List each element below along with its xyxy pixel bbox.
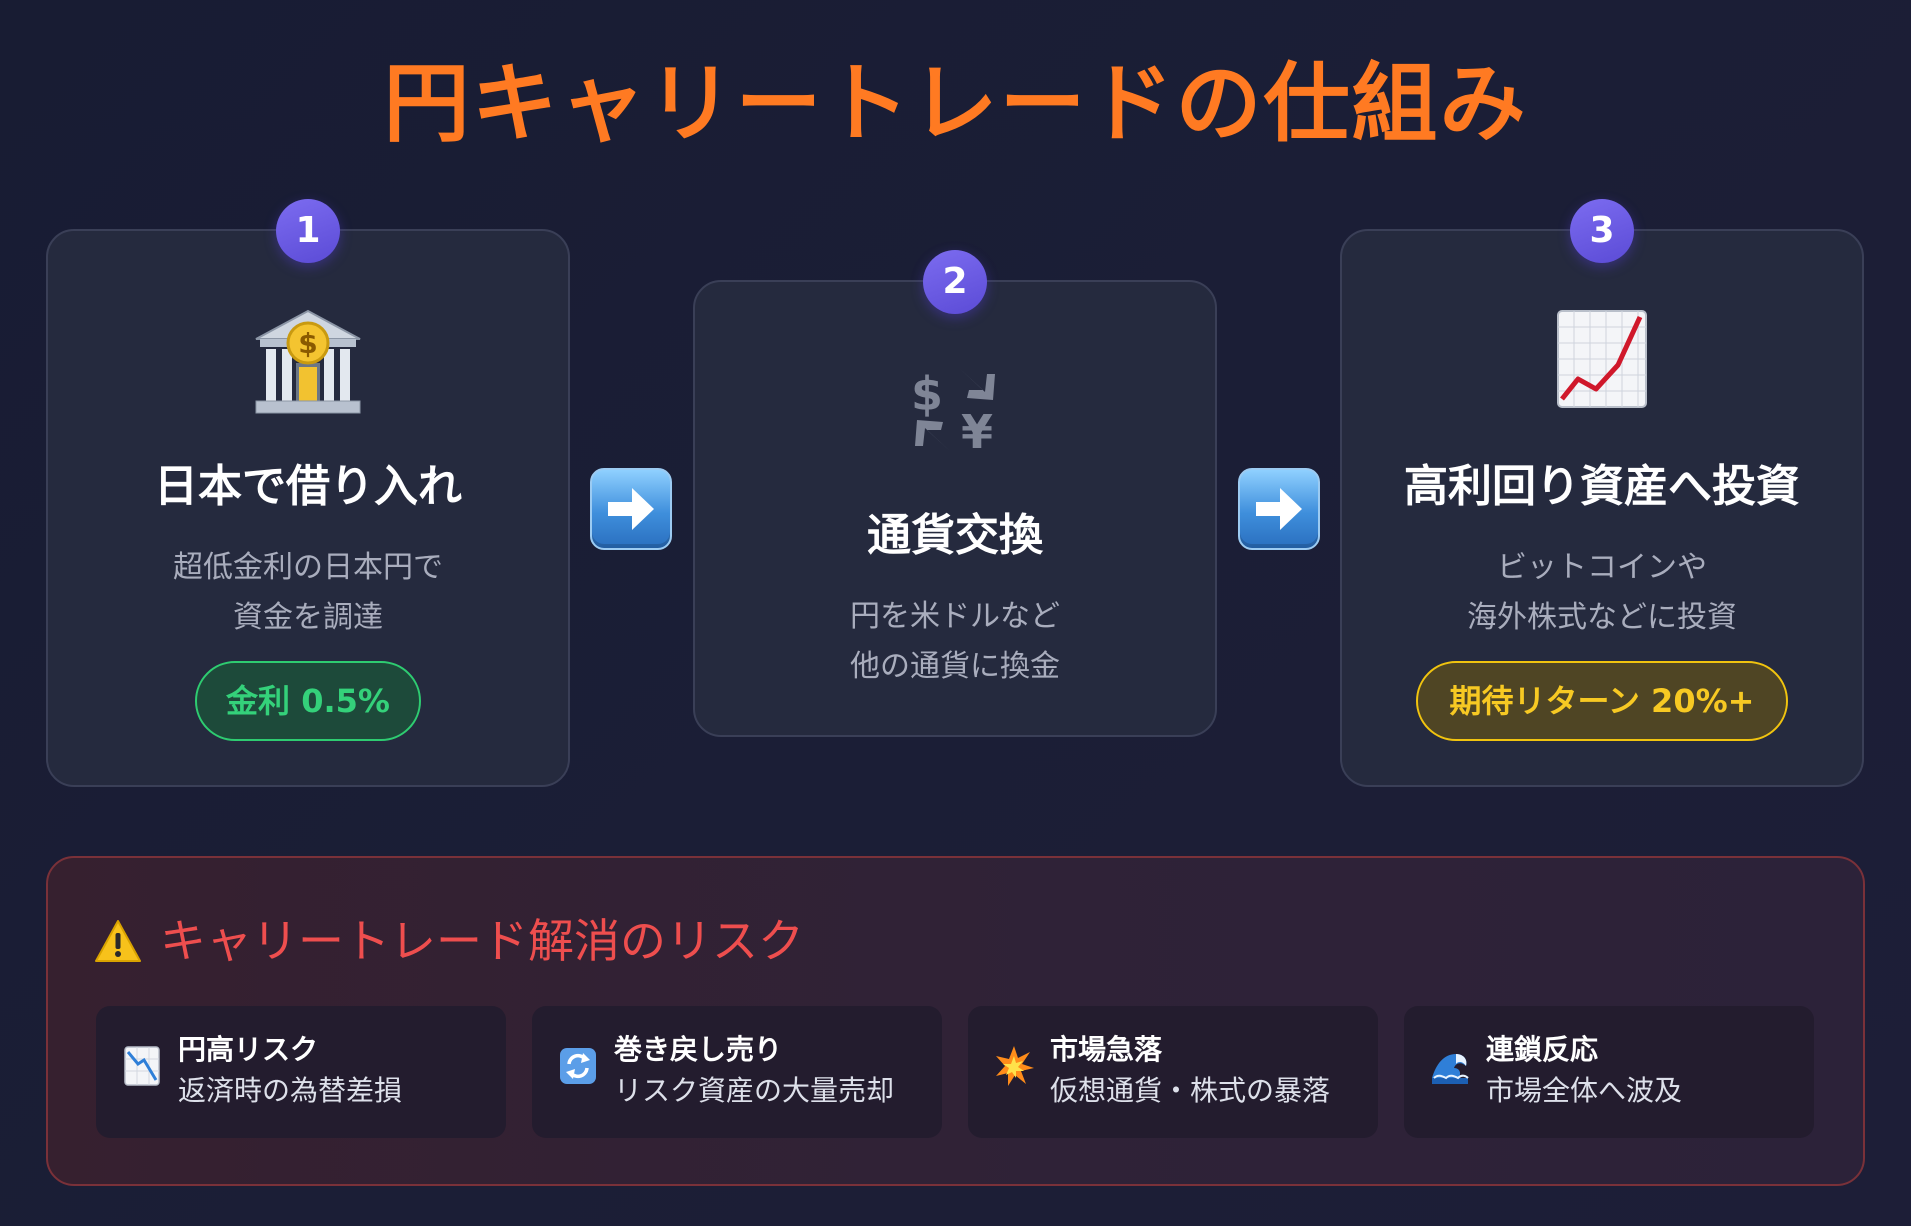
risk-item: 円高リスク 返済時の為替差損 [96, 1006, 506, 1138]
svg-text:$: $ [298, 327, 317, 360]
step-title: 高利回り資産へ投資 [1404, 461, 1800, 512]
page-title: 円キャリートレードの仕組み [383, 54, 1528, 154]
chart-increasing-icon [1557, 310, 1647, 408]
step-description: ビットコインや 海外株式などに投資 [1342, 543, 1862, 643]
step-number-badge: 3 [1570, 199, 1634, 263]
step-description-line: ビットコインや [1497, 550, 1707, 585]
risk-item-title: 巻き戻し売り [614, 1033, 783, 1066]
step-number-badge: 1 [276, 199, 340, 263]
risk-header: キャリートレード解消のリスク [94, 908, 804, 974]
risk-item: 連鎖反応 市場全体へ波及 [1404, 1006, 1814, 1138]
risk-item-desc: 市場全体へ波及 [1486, 1074, 1683, 1107]
warning-icon [95, 920, 141, 962]
step-title: 日本で借り入れ [154, 461, 462, 512]
risk-item-desc: リスク資産の大量売却 [614, 1074, 895, 1107]
risk-item-title: 市場急落 [1050, 1033, 1163, 1066]
risk-item-title: 連鎖反応 [1486, 1033, 1599, 1066]
step-number-badge: 2 [923, 250, 987, 314]
risk-panel: キャリートレード解消のリスク 円高リスク 返済時の為替差損 [46, 856, 1865, 1186]
risk-item-title: 円高リスク [178, 1033, 319, 1066]
risk-title: キャリートレード解消のリスク [160, 914, 804, 968]
svg-text:$: $ [911, 367, 943, 421]
step-card-exchange: 2 $ ¥ 通貨交換 円を米ドルなど 他の通貨に換金 [693, 250, 1217, 737]
expected-return-badge: 期待リターン 20%+ [1416, 661, 1788, 741]
risk-item: 巻き戻し売り リスク資産の大量売却 [532, 1006, 942, 1138]
water-wave-icon [1432, 1054, 1469, 1084]
risk-item-desc: 仮想通貨・株式の暴落 [1050, 1074, 1331, 1107]
risk-item-desc: 返済時の為替差損 [178, 1074, 403, 1107]
step-description-line: 円を米ドルなど [850, 599, 1060, 634]
step-description-line: 資金を調達 [233, 600, 383, 635]
chart-decreasing-icon [124, 1046, 160, 1086]
risk-item-list: 円高リスク 返済時の為替差損 巻き戻し売り リスク資産の大量売却 [96, 1006, 1816, 1138]
right-arrow-icon [1238, 468, 1320, 550]
right-arrow-icon [590, 468, 672, 550]
step-description: 超低金利の日本円で 資金を調達 [48, 543, 568, 643]
step-description-line: 超低金利の日本円で [173, 550, 443, 585]
step-card-borrow: 1 $ 日本で借り入れ 超低金利の日本円で 資金を調達 金利 0.5% [46, 199, 570, 787]
currency-exchange-icon: $ ¥ [911, 367, 995, 458]
refresh-arrows-icon [560, 1048, 596, 1084]
svg-text:¥: ¥ [961, 405, 993, 458]
step-title: 通貨交換 [867, 510, 1043, 561]
step-description: 円を米ドルなど 他の通貨に換金 [695, 592, 1215, 692]
bank-icon: $ [255, 309, 361, 414]
interest-rate-badge: 金利 0.5% [195, 661, 421, 741]
step-card-invest: 3 高利回り資産へ投資 ビットコインや 海外株式などに投資 期待リターン 20%… [1340, 199, 1864, 787]
risk-item: 市場急落 仮想通貨・株式の暴落 [968, 1006, 1378, 1138]
step-description-line: 他の通貨に換金 [850, 649, 1060, 684]
collision-icon [996, 1046, 1034, 1086]
step-description-line: 海外株式などに投資 [1467, 600, 1737, 635]
